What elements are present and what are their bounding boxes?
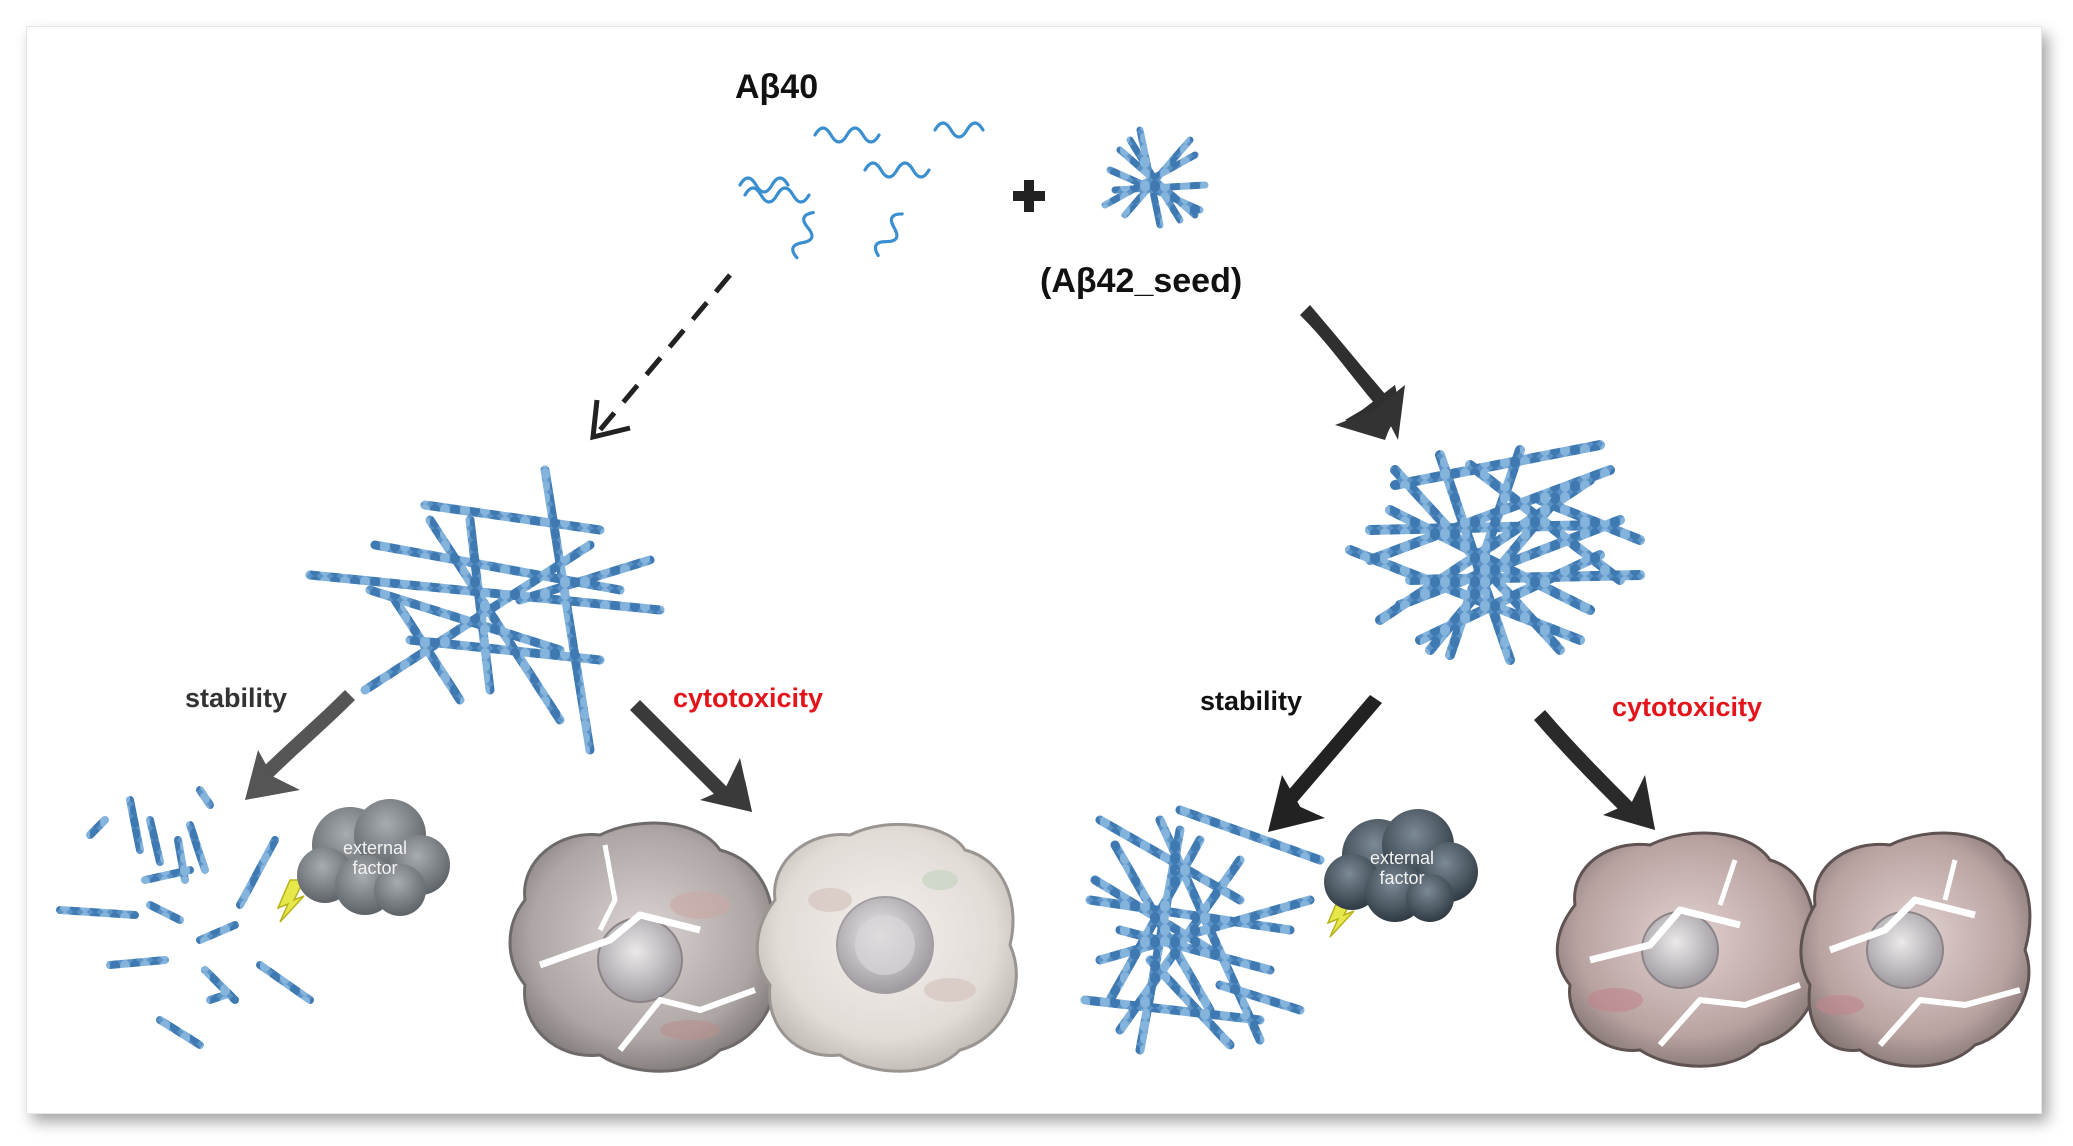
nucleus xyxy=(1641,911,1719,989)
cloud-icon xyxy=(1324,809,1478,922)
plus-sign xyxy=(1013,180,1045,212)
label-stability-right: stability xyxy=(1200,686,1303,716)
label-ab40: Aβ40 xyxy=(735,68,819,106)
monomer-coil xyxy=(738,176,790,194)
monomer-coil xyxy=(813,126,881,144)
ab40-monomers xyxy=(738,121,985,260)
nucleus xyxy=(597,917,683,1003)
monomer-coil xyxy=(791,210,815,260)
label-ab42-seed: (Aβ42_seed) xyxy=(1040,262,1243,300)
arrow-left-stability xyxy=(245,690,355,800)
cell-damaged-right-1 xyxy=(1555,831,1819,1068)
label-cytotoxicity-right: cytotoxicity xyxy=(1612,692,1763,722)
dashed-arrow xyxy=(590,273,732,441)
cell-intact-left xyxy=(755,822,1018,1073)
cell-damaged-left-1 xyxy=(508,821,778,1073)
brush-arrows xyxy=(245,305,1655,832)
external-factor-right xyxy=(1324,809,1478,938)
ab40-fibril-network xyxy=(305,465,665,755)
external-factor-left xyxy=(276,799,450,923)
ab42-fibril-bundle xyxy=(1345,440,1645,665)
arrow-seed-to-bundle xyxy=(1300,305,1405,440)
label-external-factor-left: external factor xyxy=(342,838,408,878)
arrow-right-cytotoxicity xyxy=(1534,710,1655,830)
label-external-factor-right: external factor xyxy=(1369,848,1435,888)
arrow-right-stability xyxy=(1268,695,1382,832)
monomer-coil xyxy=(863,161,931,179)
fragmented-fibrils xyxy=(56,786,314,1049)
arrow-left-cytotoxicity xyxy=(630,700,752,812)
monomer-coil xyxy=(933,121,985,139)
stable-fibril-bundle xyxy=(1080,805,1325,1055)
label-cytotoxicity-left: cytotoxicity xyxy=(673,683,824,713)
cloud-icon xyxy=(297,799,450,916)
label-stability-left: stability xyxy=(185,683,288,713)
cell-damaged-right-2 xyxy=(1799,831,2032,1068)
monomer-coil xyxy=(743,186,811,204)
monomer-coil xyxy=(873,212,904,258)
nucleus xyxy=(1866,911,1944,989)
ab42-seed xyxy=(1101,126,1209,229)
